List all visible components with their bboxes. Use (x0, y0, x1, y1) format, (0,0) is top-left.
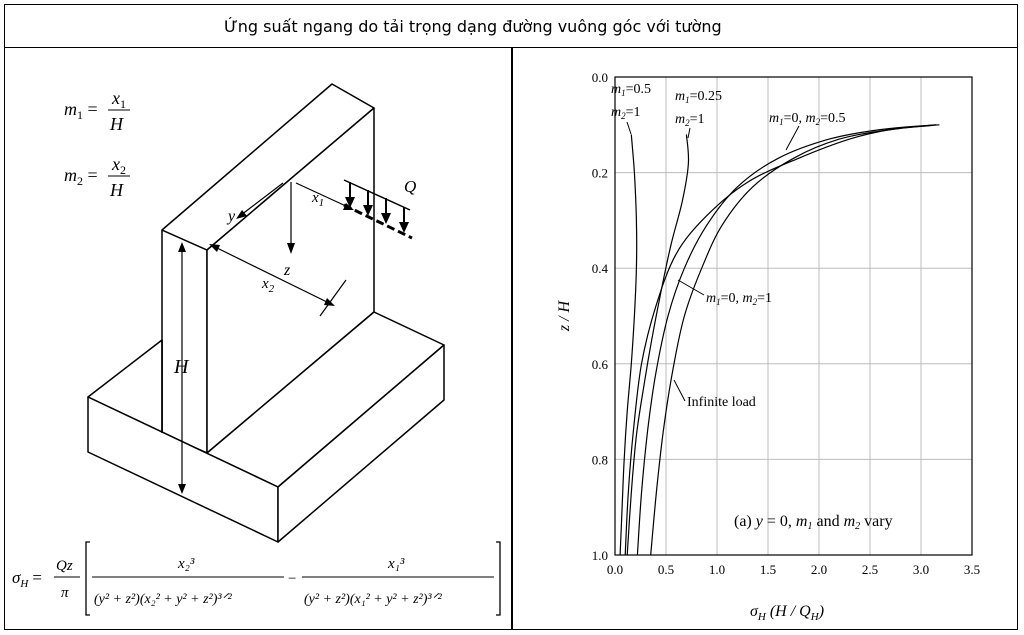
svg-text:(y² + z²)(x₁² + y² + z²)³ᐟ²: (y² + z²)(x₁² + y² + z²)³ᐟ² (304, 592, 443, 607)
height-dimension: H (173, 242, 190, 494)
svg-text:−: − (288, 571, 296, 587)
svg-text:x1: x1 (111, 88, 126, 111)
retaining-wall-diagram: m1 = x1 H m2 = x2 H H y (12, 83, 501, 616)
svg-text:x2: x2 (111, 154, 126, 177)
x-tick-label: 0.0 (607, 562, 623, 577)
svg-text:y: y (226, 208, 236, 225)
x-tick-label: 0.5 (658, 562, 674, 577)
series-line-2 (626, 134, 690, 556)
annotation-m1-05: m1=0.5 (611, 82, 651, 98)
series-line-1 (619, 134, 638, 556)
annotation-m1-0-m2-1: m1=0, m2=1 (706, 291, 772, 307)
svg-text:x1: x1 (311, 190, 324, 209)
stress-chart: 0.0 0.5 1.0 1.5 2.0 2.5 3.0 3.5 0.0 0.2 0.4 0.6 0.8… (556, 70, 980, 623)
svg-text:π: π (61, 585, 69, 601)
z-axis-arrow: z (283, 182, 295, 279)
m2-definition: m2 = x2 H (64, 154, 130, 200)
wall-outline (87, 83, 445, 543)
title-bar: Ứng suất ngang do tải trọng dạng đường v… (4, 4, 1018, 48)
svg-text:(y² + z²)(x₂² + y² + z²)³ᐟ²: (y² + z²)(x₂² + y² + z²)³ᐟ² (94, 592, 233, 607)
y-axis-arrow: y (226, 182, 284, 225)
svg-text:z: z (283, 262, 291, 279)
annotation-infinite-load: Infinite load (687, 395, 756, 410)
x2-dimension: x2 (209, 244, 347, 317)
y-tick-label: 0.2 (592, 166, 608, 181)
series-line-3 (624, 124, 937, 556)
annotation-m2-1-a: m2=1 (611, 105, 641, 121)
line-load-q: Q (343, 177, 416, 240)
y-tick-label: 0.8 (592, 452, 608, 467)
x-tick-label: 1.5 (760, 562, 776, 577)
y-tick-label: 0.6 (592, 357, 609, 372)
svg-text:H: H (109, 180, 124, 200)
x-tick-label: 1.0 (709, 562, 725, 577)
m1-definition: m1 = x1 H (64, 88, 130, 134)
svg-text:H: H (109, 114, 124, 134)
annotation-m2-1-b: m2=1 (675, 112, 705, 128)
y-axis-label: z / H (556, 299, 573, 332)
svg-text:Q: Q (404, 177, 416, 196)
page-title: Ứng suất ngang do tải trọng dạng đường v… (224, 17, 722, 36)
annotation-m1-0-m2-05: m1=0, m2=0.5 (769, 111, 846, 127)
stress-formula: σH= Qz π x₂³ (y² + z²)(x₂² + y² + z²)³ᐟ²… (12, 541, 501, 616)
svg-text:H: H (173, 356, 190, 378)
x-tick-label: 2.5 (862, 562, 878, 577)
x-tick-label: 3.5 (964, 562, 980, 577)
y-tick-labels: 0.0 0.2 0.4 0.6 0.8 1.0 (592, 70, 609, 563)
y-tick-label: 0.0 (592, 70, 608, 85)
x-axis-label: σH (H / QH) (750, 603, 824, 623)
x-tick-labels: 0.0 0.5 1.0 1.5 2.0 2.5 3.0 3.5 (607, 562, 980, 577)
panel-caption: (a) y = 0, m1 and m2 vary (734, 513, 893, 532)
annotation-m1-025: m1=0.25 (675, 89, 722, 105)
svg-text:x₁³: x₁³ (387, 556, 405, 572)
svg-text:x2: x2 (261, 276, 275, 295)
annotation-leaders (626, 121, 800, 402)
svg-text:m1 =: m1 = (64, 99, 98, 122)
svg-text:σH=: σH= (12, 568, 42, 590)
series-line-4 (636, 124, 937, 556)
chart-annotations: m1=0.5 m2=1 m1=0.25 m2=1 m1=0, m2=0.5 m1… (611, 82, 893, 532)
series-line-5 (650, 124, 940, 556)
svg-text:x₂³: x₂³ (177, 556, 195, 572)
x-tick-label: 2.0 (811, 562, 827, 577)
chart-curves (619, 124, 940, 556)
y-tick-label: 1.0 (592, 548, 608, 563)
x-tick-label: 3.0 (913, 562, 929, 577)
y-tick-label: 0.4 (592, 261, 609, 276)
svg-text:Qz: Qz (56, 558, 73, 574)
plot-frame (614, 76, 973, 556)
panel-divider (511, 48, 513, 630)
svg-text:m2 =: m2 = (64, 165, 98, 188)
